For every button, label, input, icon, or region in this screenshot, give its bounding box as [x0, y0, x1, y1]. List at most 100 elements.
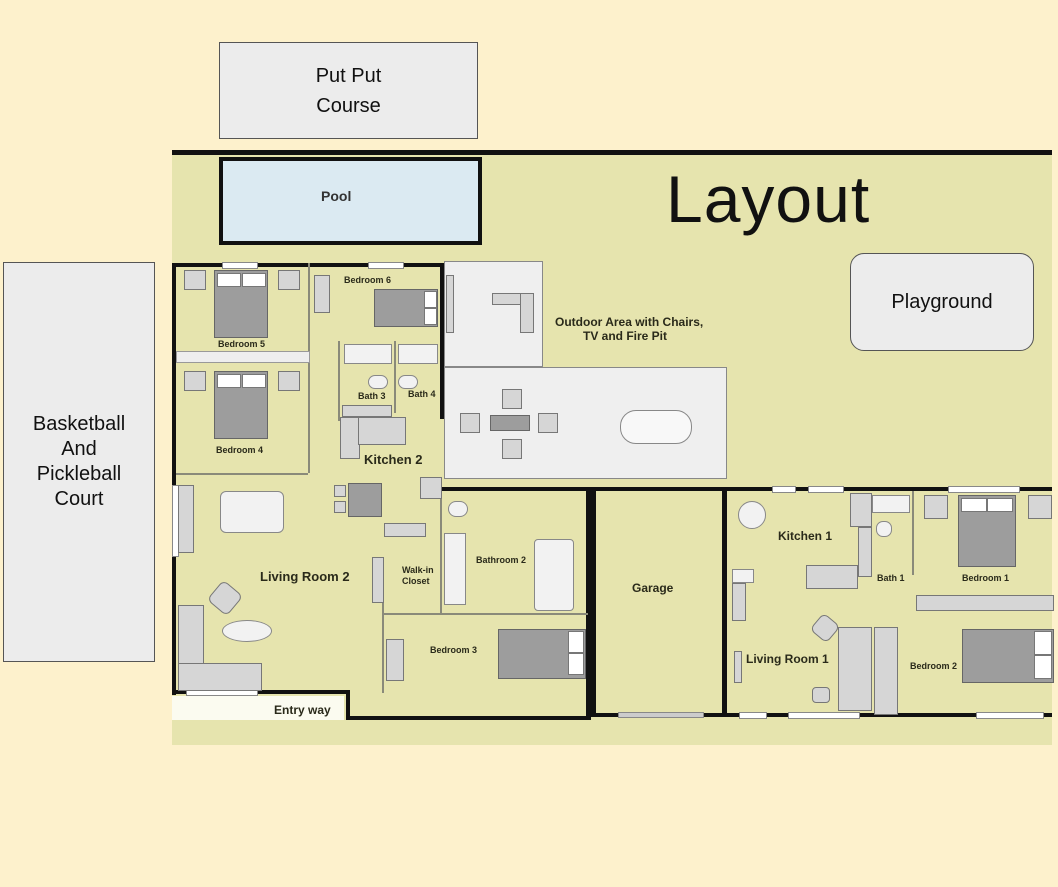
walkin-closet-label-line2: Closet	[402, 576, 430, 586]
interior-wall	[176, 473, 308, 475]
outdoor-sectional-sofa-side	[520, 293, 534, 333]
sectional-sofa	[178, 663, 262, 691]
pillow	[1034, 631, 1052, 655]
fridge	[420, 477, 442, 499]
vanity	[342, 405, 392, 417]
kitchen-counter	[340, 417, 360, 459]
pool-label: Pool	[321, 188, 352, 204]
pillow	[568, 631, 584, 653]
armchair	[809, 612, 841, 644]
interior-wall	[308, 263, 310, 473]
pillow	[217, 374, 241, 388]
wall	[722, 487, 727, 717]
wall	[591, 487, 596, 717]
door-opening	[739, 712, 767, 719]
putput-label-line2: Course	[316, 94, 381, 117]
bedroom2-label: Bedroom 2	[910, 661, 958, 671]
chair-icon	[502, 439, 522, 459]
pillow	[568, 653, 584, 675]
sofa	[838, 627, 872, 711]
wall	[172, 263, 176, 695]
bedroom3-label: Bedroom 3	[430, 645, 478, 655]
playground-area: Playground	[850, 253, 1034, 351]
toilet-icon	[448, 501, 468, 517]
window	[222, 262, 258, 269]
wall	[586, 487, 591, 717]
window	[788, 712, 860, 719]
outdoor-dining-table	[620, 410, 692, 444]
dining-table	[220, 491, 284, 533]
court-label-line3: Pickleball	[36, 463, 122, 485]
layout-title: Layout	[666, 162, 871, 236]
wall	[346, 716, 591, 720]
floor-plan: Layout Playground Pool Outdoor Area with…	[172, 150, 1054, 745]
wall	[440, 263, 444, 419]
nightstand	[278, 270, 300, 290]
armchair	[206, 579, 244, 617]
fire-pit-icon	[490, 415, 530, 431]
bath3-label: Bath 3	[358, 391, 386, 401]
nightstand	[184, 270, 206, 290]
bathtub	[872, 495, 910, 513]
kitchen-counter	[858, 527, 872, 577]
walkin-closet-label-line1: Walk-in	[402, 565, 434, 575]
interior-wall	[394, 341, 396, 413]
bathtub	[534, 539, 574, 611]
wall	[172, 690, 348, 694]
window	[948, 486, 1020, 493]
wall	[591, 487, 727, 491]
bathroom2-label: Bathroom 2	[476, 555, 527, 565]
interior-wall	[338, 341, 340, 421]
bedroom1-label: Bedroom 1	[962, 573, 1010, 583]
coffee-table	[222, 620, 272, 642]
nightstand	[278, 371, 300, 391]
french-door	[808, 486, 844, 493]
fridge	[850, 493, 872, 527]
toilet-icon	[398, 375, 418, 389]
bar-stool	[334, 485, 346, 497]
garage-door	[618, 712, 704, 718]
wall	[346, 690, 350, 720]
interior-wall	[912, 491, 914, 575]
stove	[806, 565, 858, 589]
interior-wall	[382, 613, 588, 615]
bedroom6-label: Bedroom 6	[344, 275, 392, 285]
kitchen-island	[348, 483, 382, 517]
interior-wall	[176, 351, 310, 363]
window	[368, 262, 404, 269]
kitchen1-label: Kitchen 1	[778, 529, 833, 543]
bedroom4-label: Bedroom 4	[216, 445, 264, 455]
window	[976, 712, 1044, 719]
bar-stool	[334, 501, 346, 513]
bathtub	[398, 344, 438, 364]
wall	[440, 487, 592, 491]
living-room1-label: Living Room 1	[746, 652, 829, 666]
interior-wall	[440, 491, 442, 615]
closet	[874, 627, 898, 715]
nightstand	[184, 371, 206, 391]
bedroom5-label: Bedroom 5	[218, 339, 266, 349]
living-room2-label: Living Room 2	[260, 569, 350, 584]
pillow	[424, 308, 437, 325]
toilet-icon	[876, 521, 892, 537]
interior-wall	[382, 565, 384, 693]
tv-console	[178, 485, 194, 553]
round-table	[738, 501, 766, 529]
garage-label: Garage	[632, 581, 674, 595]
court-label-line4: Court	[54, 488, 104, 510]
pillow	[217, 273, 241, 287]
double-vanity	[444, 533, 466, 605]
closet	[916, 595, 1054, 611]
putput-course-area: Put Put Course	[219, 42, 478, 139]
playground-label: Playground	[891, 290, 993, 313]
outdoor-label-line2: TV and Fire Pit	[583, 329, 668, 343]
entry-path	[172, 696, 344, 720]
outdoor-tv	[446, 275, 454, 333]
armchair	[812, 687, 830, 703]
window	[772, 486, 796, 493]
dresser	[314, 275, 330, 313]
bath4-label: Bath 4	[408, 389, 436, 399]
counter	[732, 569, 754, 583]
chair-icon	[460, 413, 480, 433]
pillow	[242, 374, 266, 388]
